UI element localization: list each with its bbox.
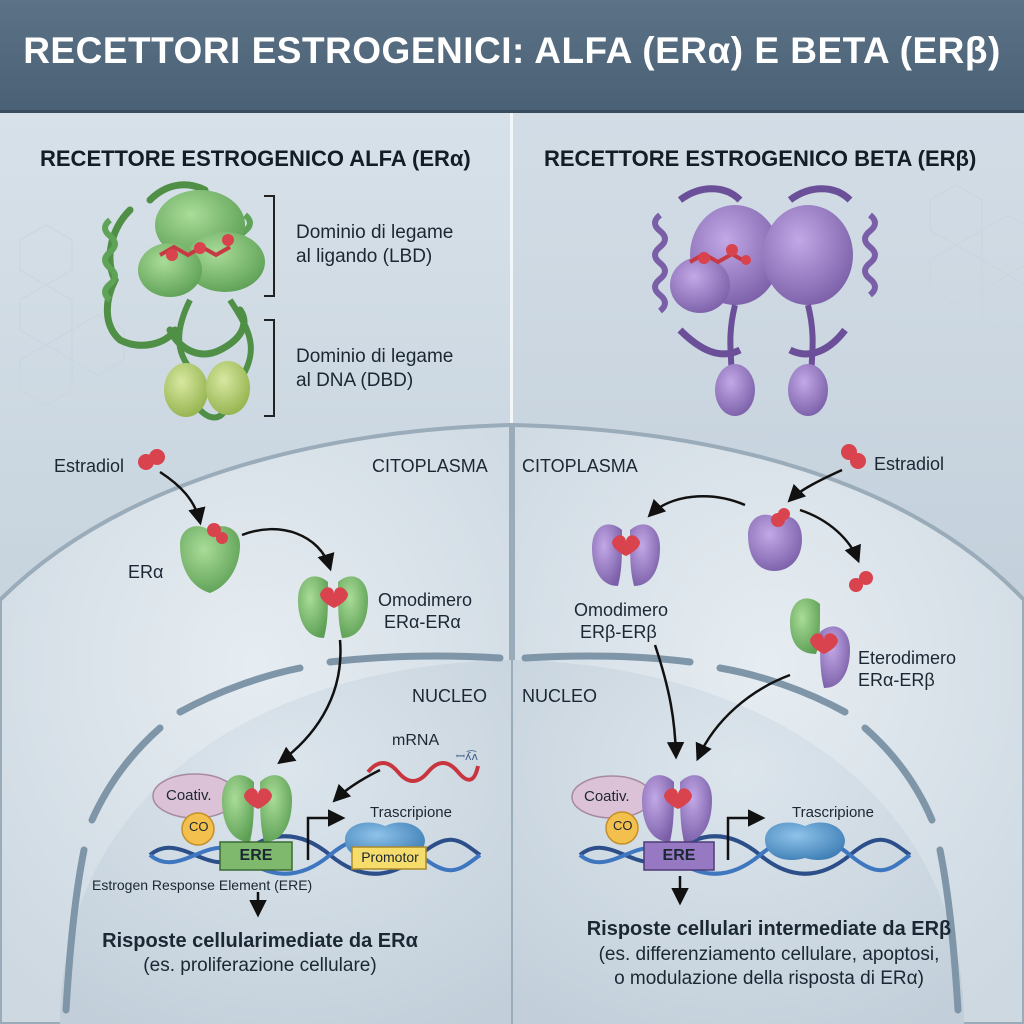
er-beta-dna-dimer [642, 775, 712, 842]
title-bar: RECETTORI ESTROGENICI: ALFA (ERα) E BETA… [0, 0, 1024, 113]
beta-ere-label: ERE [662, 847, 696, 864]
alpha-dbd-label-2: al DNA (DBD) [296, 370, 414, 391]
page-title: RECETTORI ESTROGENICI: ALFA (ERα) E BETA… [23, 30, 1001, 71]
er-alpha-beta-heterodimer [790, 598, 850, 688]
dna-left [148, 834, 482, 876]
alpha-estradiol-label: Estradiol [54, 456, 125, 476]
alpha-co-label: CO [189, 819, 209, 834]
er-alpha-structure [102, 181, 265, 421]
alpha-homodimer-label-1: Omodimero [378, 590, 473, 610]
ere-caption: Estrogen Response Element (ERE) [92, 877, 313, 893]
promotor-box [351, 846, 427, 870]
beta-transcription-label: Trascripione [792, 804, 874, 821]
mrna-label: mRNA [392, 732, 440, 749]
alpha-lbd-label-1: Dominio di legame [296, 222, 454, 243]
alpha-lbd-label-2: al ligando (LBD) [296, 246, 433, 267]
beta-heterodimer-label-2: ERα-ERβ [858, 670, 935, 690]
alpha-cytoplasm-label: CITOPLASMA [372, 456, 488, 476]
ere-right-box [643, 841, 715, 871]
er-beta-monomer [748, 508, 802, 571]
estradiol-free-molecule [849, 571, 873, 592]
er-alpha-dna-dimer [222, 775, 292, 842]
alpha-response-note: (es. proliferazione cellulare) [143, 955, 377, 976]
promotor-label: Promotor [361, 849, 419, 865]
svg-text:ꟷʎ͡ʌ: ꟷʎ͡ʌ [456, 750, 478, 763]
estradiol-right-molecule [841, 444, 866, 469]
alpha-coactivator-label: Coativ. [166, 787, 212, 804]
alpha-homodimer-label-2: ERα-ERα [384, 612, 461, 632]
beta-nucleus-label: NUCLEO [522, 686, 598, 706]
alpha-ere-label: ERE [239, 847, 273, 864]
er-alpha-homodimer [298, 576, 368, 638]
estradiol-left-molecule [138, 449, 165, 470]
alpha-dbd-label-1: Dominio di legame [296, 346, 454, 367]
beta-homodimer-label-2: ERβ-ERβ [580, 622, 657, 642]
beta-response-title: Risposte cellulari intermediate da ERβ [586, 918, 952, 940]
alpha-nucleus-label: NUCLEO [412, 686, 488, 706]
ere-left-box [219, 841, 293, 871]
alpha-monomer-label: ERα [128, 562, 164, 582]
beta-co-label: CO [613, 818, 633, 833]
alpha-heading: RECETTORE ESTROGENICO ALFA (ERα) [40, 146, 471, 171]
co-right-shape [605, 811, 639, 845]
rna-polymerase-right [765, 822, 845, 860]
er-beta-homodimer [592, 524, 660, 586]
beta-cytoplasm-label: CITOPLASMA [522, 456, 638, 476]
alpha-response-title: Risposte cellularimediate da ERα [102, 930, 418, 952]
beta-coactivator-label: Coativ. [584, 788, 630, 805]
beta-heterodimer-label-1: Eterodimero [858, 648, 957, 668]
beta-estradiol-label: Estradiol [874, 454, 945, 474]
alpha-transcription-label: Trascripione [370, 804, 452, 821]
er-beta-structure [652, 185, 878, 416]
beta-response-note-1: (es. differenziamento cellulare, apoptos… [598, 944, 940, 965]
co-left-shape [181, 812, 215, 846]
dna-right [578, 834, 912, 876]
beta-response-note-2: o modulazione della risposta di ERα) [614, 968, 924, 989]
beta-homodimer-label-1: Omodimero [574, 600, 669, 620]
er-alpha-monomer [180, 523, 240, 593]
beta-heading: RECETTORE ESTROGENICO BETA (ERβ) [544, 146, 977, 171]
